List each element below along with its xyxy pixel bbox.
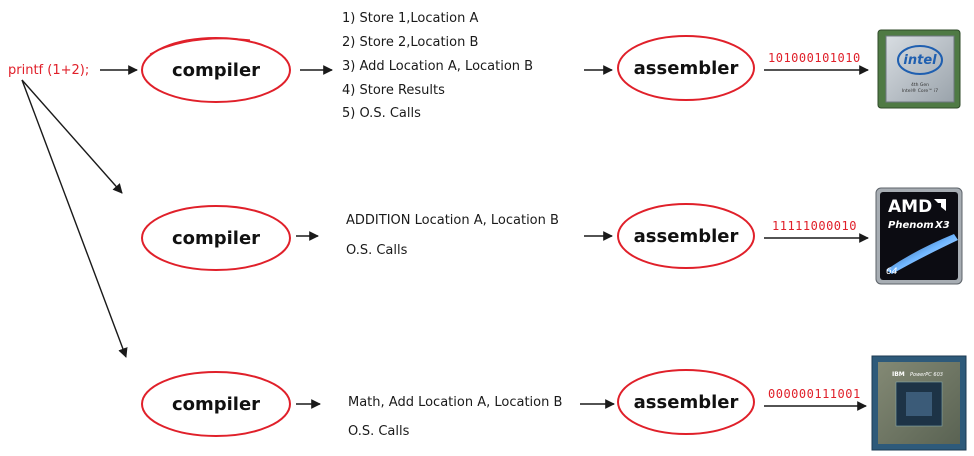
assembler-oval-1 bbox=[617, 35, 755, 101]
instruction-3-2: O.S. Calls bbox=[348, 424, 410, 439]
ibm-model: PowerPC 603 bbox=[910, 372, 943, 378]
assembler-oval-3 bbox=[617, 369, 755, 435]
row-3: compiler Math, Add Location A, Location … bbox=[141, 355, 967, 451]
assembler-label-1: assembler bbox=[634, 58, 739, 79]
binary-output-3: 000000111001 bbox=[768, 387, 861, 401]
instruction-1-5: 5) O.S. Calls bbox=[342, 106, 421, 121]
row-2: compiler ADDITION Location A, Location B… bbox=[141, 187, 963, 285]
binary-output-1: 101000101010 bbox=[768, 51, 861, 65]
amd-model: Phenom bbox=[888, 220, 934, 231]
compiler-label-3: compiler bbox=[172, 394, 260, 415]
compiler-oval-2 bbox=[141, 205, 291, 271]
binary-output-2: 11111000010 bbox=[772, 219, 857, 233]
ibm-chip-icon: IBM PowerPC 603 bbox=[871, 355, 967, 451]
amd-chip-icon: AMD Phenom X3 64 bbox=[875, 187, 963, 285]
intel-sub1: 4th Gen bbox=[911, 82, 929, 88]
instruction-2-1: ADDITION Location A, Location B bbox=[346, 213, 559, 228]
arrow-source-to-compiler-3 bbox=[21, 79, 128, 358]
compiler-label-2: compiler bbox=[172, 228, 260, 249]
row-1: compiler 1) Store 1,Location A 2) Store … bbox=[141, 11, 961, 121]
arrow-source-to-compiler-2 bbox=[21, 79, 123, 194]
assembler-oval-2 bbox=[617, 203, 755, 269]
assembler-label-2: assembler bbox=[634, 226, 739, 247]
ibm-brand: IBM bbox=[892, 371, 905, 378]
instruction-1-4: 4) Store Results bbox=[342, 83, 445, 98]
compiler-label-1: compiler bbox=[172, 60, 260, 81]
compiler-oval-3 bbox=[141, 371, 291, 437]
instruction-3-1: Math, Add Location A, Location B bbox=[348, 395, 562, 410]
compiler-oval-1 bbox=[141, 37, 291, 103]
compiler-oval-1-stroke bbox=[149, 38, 251, 55]
amd-bits: 64 bbox=[886, 267, 898, 277]
intel-sub2: Intel® Core™ i7 bbox=[902, 87, 938, 94]
instruction-1-1: 1) Store 1,Location A bbox=[342, 11, 478, 26]
intel-chip-icon: intel 4th Gen Intel® Core™ i7 bbox=[877, 29, 961, 109]
instruction-1-2: 2) Store 2,Location B bbox=[342, 35, 478, 50]
instruction-1-3: 3) Add Location A, Location B bbox=[342, 59, 533, 74]
instruction-2-2: O.S. Calls bbox=[346, 243, 408, 258]
amd-model-suffix: X3 bbox=[934, 220, 950, 231]
amd-brand: AMD bbox=[888, 197, 932, 217]
assembler-label-3: assembler bbox=[634, 392, 739, 413]
intel-brand: intel bbox=[903, 53, 937, 68]
source-code: printf (1+2); bbox=[8, 63, 89, 78]
